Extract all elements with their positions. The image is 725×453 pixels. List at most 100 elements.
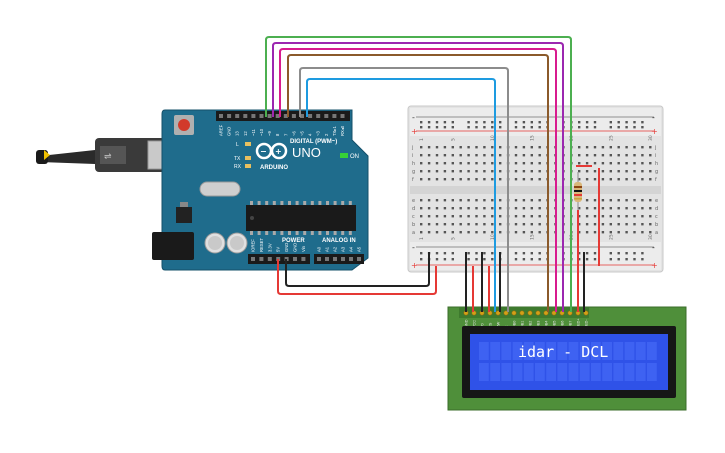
row-letter: i bbox=[412, 153, 413, 159]
lcd-character-cell bbox=[512, 363, 523, 381]
reset-button[interactable] bbox=[174, 115, 194, 135]
analog-header[interactable] bbox=[314, 254, 364, 264]
rail-minus-label-2: - bbox=[652, 113, 655, 122]
lcd-character-cell bbox=[579, 363, 590, 381]
digital-pin-label: TX▸1 bbox=[332, 126, 337, 136]
lcd-character-cell bbox=[647, 342, 657, 360]
power-pin-label: RESET bbox=[259, 238, 264, 252]
analog-pin-hole bbox=[325, 257, 329, 261]
row-letter: i bbox=[655, 153, 656, 159]
crystal-oscillator bbox=[199, 181, 241, 197]
row-letter: h bbox=[655, 161, 658, 167]
lcd-character-cell bbox=[523, 363, 534, 381]
resistor[interactable] bbox=[574, 172, 582, 210]
l-led-label: L bbox=[236, 142, 239, 148]
digital-pin-label: GND bbox=[227, 127, 232, 136]
row-letter: f bbox=[655, 177, 657, 183]
lcd-character-cell bbox=[501, 342, 512, 360]
analog-pin-label: A2 bbox=[333, 246, 338, 252]
rail-plus-label-2: + bbox=[651, 127, 658, 136]
column-number: 25 bbox=[609, 234, 615, 240]
lcd-character-cell bbox=[557, 363, 568, 381]
digital-pin-label: 8 bbox=[275, 133, 280, 136]
power-pin-label: IOREF bbox=[251, 239, 256, 252]
column-number: 30 bbox=[648, 234, 654, 240]
digital-pin-hole bbox=[340, 114, 345, 118]
power-jack[interactable] bbox=[152, 232, 194, 260]
row-letter: g bbox=[655, 169, 658, 175]
bottom-power-rail[interactable] bbox=[410, 242, 661, 270]
digital-pin-label: ~6 bbox=[291, 131, 296, 136]
arduino-logo-icon: − + bbox=[255, 142, 288, 160]
analog-pin-hole bbox=[349, 257, 353, 261]
row-letter: e bbox=[412, 198, 415, 204]
rx-led bbox=[245, 164, 251, 168]
digital-pin-hole bbox=[259, 114, 264, 118]
digital-pin-hole bbox=[308, 114, 313, 118]
lcd-character-cell bbox=[479, 363, 489, 381]
lcd-character-cell bbox=[635, 342, 646, 360]
digital-header[interactable] bbox=[216, 111, 350, 121]
power-pin-label: Vin bbox=[301, 245, 306, 252]
wire-red-5v bbox=[277, 259, 437, 295]
analog-pin-hole bbox=[333, 257, 337, 261]
wires[interactable] bbox=[265, 36, 600, 312]
digital-pin-label: AREF bbox=[219, 124, 224, 136]
analog-header-label: ANALOG IN bbox=[322, 238, 356, 244]
lcd-pin-label: RS bbox=[489, 322, 493, 328]
svg-text:⇌: ⇌ bbox=[104, 152, 112, 162]
lcd-character-cell bbox=[591, 342, 601, 360]
analog-pin-hole bbox=[357, 257, 361, 261]
digital-pin-holes[interactable] bbox=[219, 114, 345, 118]
lcd-pin-label: VCC bbox=[473, 320, 477, 328]
lcd-character-cell bbox=[568, 342, 579, 360]
wire-magenta bbox=[279, 48, 557, 312]
lcd-character-cell bbox=[490, 363, 500, 381]
digital-header-label: DIGITAL (PWM~) bbox=[290, 139, 337, 145]
analog-pin-label: A4 bbox=[349, 246, 354, 252]
digital-pin-hole bbox=[283, 114, 288, 118]
top-power-rail[interactable] bbox=[410, 108, 661, 136]
digital-pin-hole bbox=[300, 114, 304, 118]
power-pin-label: 3.3V bbox=[267, 243, 272, 252]
power-pin-label: 5V bbox=[276, 247, 281, 252]
row-letter: j bbox=[411, 145, 413, 151]
tx-led-label: TX bbox=[234, 156, 241, 162]
center-channel bbox=[410, 186, 661, 194]
row-letter: e bbox=[655, 198, 658, 204]
lcd-module[interactable]: GNDVCCV0RSRWEDB0DB1DB2DB3DB4DB5DB6DB7LED… bbox=[447, 306, 687, 411]
column-number: 25 bbox=[609, 135, 615, 141]
svg-text:−: − bbox=[260, 147, 267, 156]
lcd-character-cell bbox=[501, 363, 512, 381]
column-number: 20 bbox=[569, 135, 575, 141]
row-letter: g bbox=[412, 169, 415, 175]
row-letter: j bbox=[654, 145, 656, 151]
analog-pin-hole bbox=[317, 257, 321, 261]
wire-green bbox=[265, 36, 572, 312]
lcd-character-cell bbox=[613, 342, 624, 360]
row-letter: b bbox=[412, 222, 415, 228]
digital-pin-label: ~11 bbox=[251, 129, 256, 136]
rx-led-label: RX bbox=[234, 164, 242, 170]
row-letter: c bbox=[655, 214, 658, 220]
analog-pin-holes[interactable] bbox=[317, 257, 361, 261]
column-number: 5 bbox=[451, 138, 457, 141]
arduino-logo-text: ARDUINO bbox=[260, 165, 288, 171]
lcd-pin bbox=[535, 310, 541, 316]
lcd-display-text: idar - DCL bbox=[518, 343, 608, 361]
lcd-pin-label: DB7 bbox=[569, 321, 573, 328]
tx-led bbox=[245, 156, 251, 160]
digital-pin-label: RX◂0 bbox=[340, 125, 345, 136]
digital-pin-hole bbox=[316, 114, 321, 118]
digital-pin-label: 7 bbox=[283, 133, 288, 136]
lcd-pin-label: DB2 bbox=[529, 321, 533, 328]
lcd-character-grid bbox=[479, 342, 657, 381]
digital-pin-label: 12 bbox=[243, 131, 248, 136]
column-number: 30 bbox=[648, 135, 654, 141]
rail-minus-label-4: - bbox=[652, 243, 655, 252]
